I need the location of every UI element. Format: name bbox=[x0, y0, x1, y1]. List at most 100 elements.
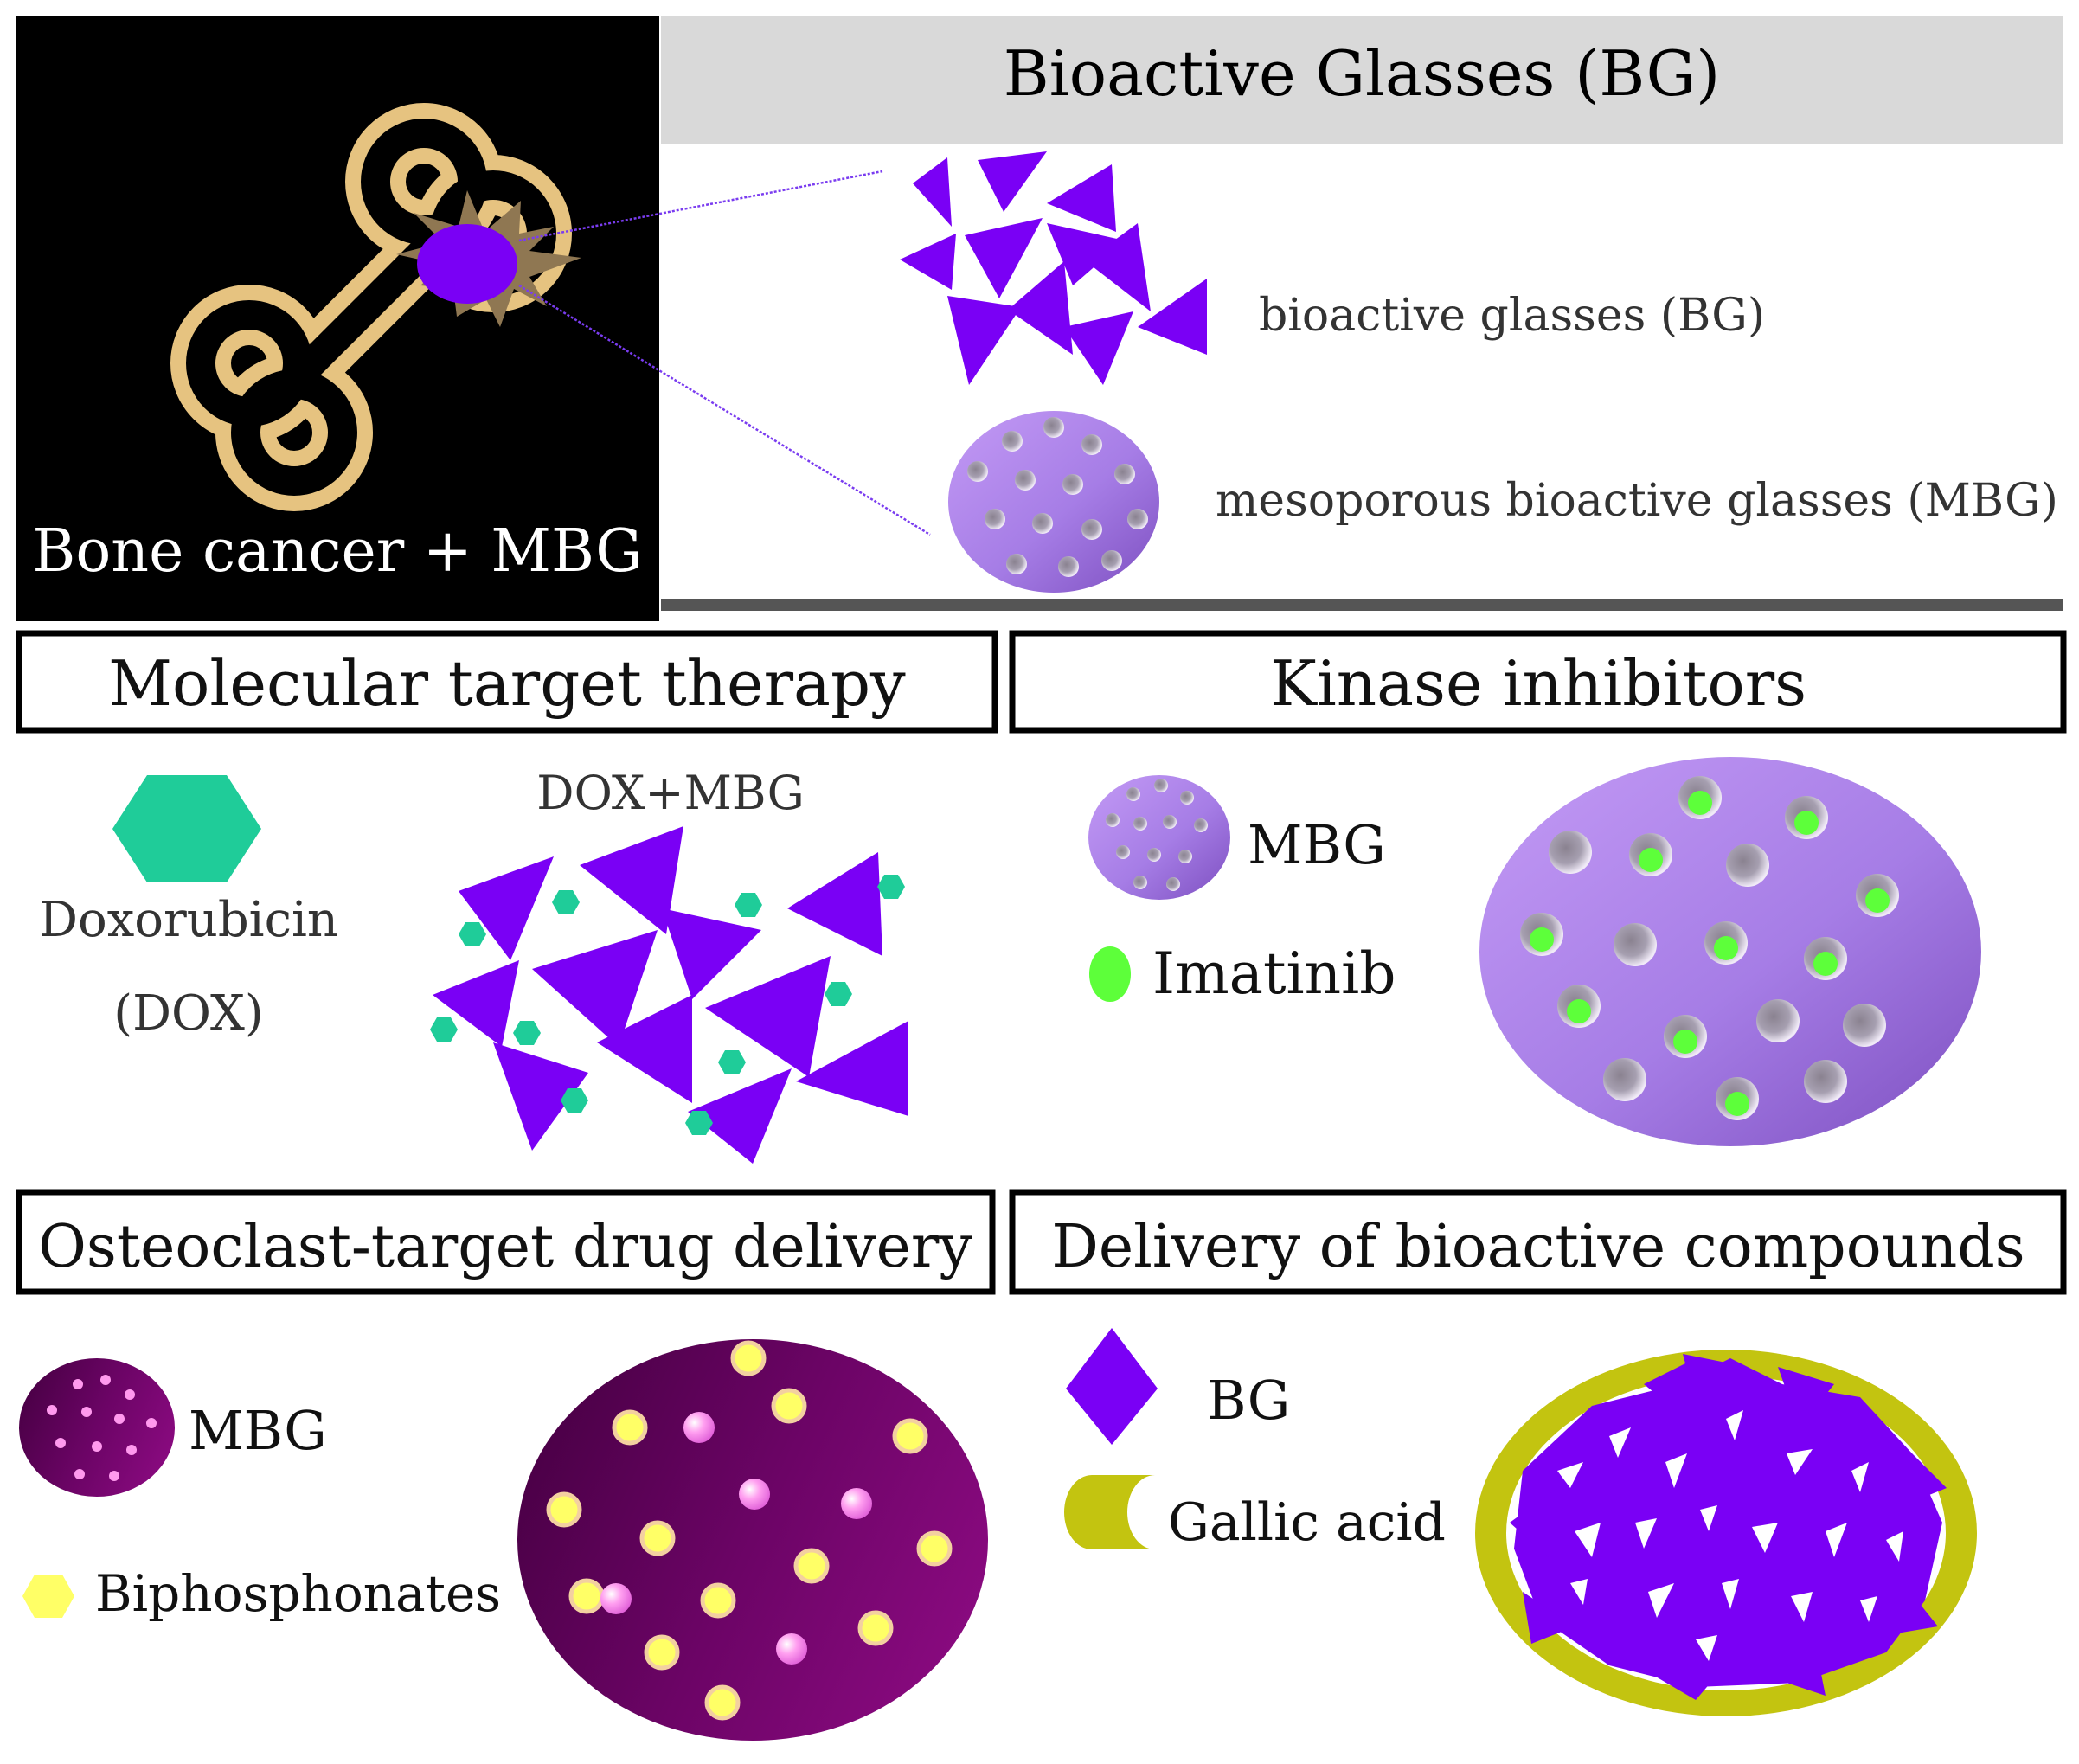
triangle-icon bbox=[965, 218, 1043, 298]
pore-icon bbox=[1180, 791, 1194, 805]
triangle-icon bbox=[1886, 1427, 1947, 1505]
shard-gap bbox=[1787, 1449, 1813, 1475]
mbg-pores-pink bbox=[600, 1412, 872, 1665]
pore-group bbox=[1106, 779, 1208, 891]
osteoclast-header: Osteoclast-target drug delivery bbox=[38, 1213, 972, 1281]
triangle-icon bbox=[1047, 164, 1116, 232]
doxorubicin-label: Doxorubicin bbox=[39, 892, 338, 948]
shard-gap bbox=[1570, 1579, 1588, 1605]
coating-icon bbox=[1064, 1475, 1155, 1549]
pore-icon bbox=[1194, 818, 1208, 832]
shard-gap bbox=[1826, 1523, 1847, 1557]
shard-gap bbox=[1665, 1453, 1687, 1488]
pore-icon bbox=[1163, 815, 1177, 829]
hexagon-icon bbox=[718, 1050, 746, 1074]
pore-icon bbox=[47, 1405, 57, 1415]
pore-icon bbox=[1006, 554, 1027, 574]
osteoclast-mbg-label: MBG bbox=[189, 1399, 327, 1462]
gallic-acid-coated-bg bbox=[1475, 1350, 1977, 1716]
dot-icon bbox=[1865, 888, 1890, 913]
pore-icon bbox=[683, 1412, 715, 1443]
molecular-target-header-box bbox=[16, 630, 998, 734]
zoom-line-upper bbox=[518, 170, 883, 242]
hexagon-icon bbox=[561, 1088, 588, 1113]
triangle-icon bbox=[1778, 1367, 1834, 1427]
pore-icon bbox=[1614, 923, 1657, 966]
pore-icon bbox=[967, 461, 988, 482]
dot-icon bbox=[546, 1491, 582, 1528]
triangle-icon bbox=[433, 960, 519, 1047]
pore-icon bbox=[126, 1445, 137, 1455]
shard-gap bbox=[1886, 1531, 1903, 1562]
zoom-line-lower bbox=[518, 284, 931, 536]
pore-icon bbox=[1058, 556, 1079, 577]
imatinib-label: Imatinib bbox=[1152, 940, 1396, 1007]
title-bar bbox=[661, 16, 2063, 144]
dot-icon bbox=[916, 1530, 953, 1567]
pore-icon bbox=[1603, 1058, 1646, 1101]
pore-icon bbox=[1081, 519, 1102, 540]
shard-gap bbox=[1722, 1579, 1739, 1609]
dot-icon bbox=[612, 1409, 648, 1446]
pore-icon bbox=[841, 1488, 872, 1519]
sphere-icon bbox=[948, 411, 1159, 593]
triangle-icon bbox=[1138, 279, 1207, 355]
pore-icon bbox=[739, 1479, 770, 1510]
shard-gap bbox=[1696, 1635, 1717, 1661]
pore-icon bbox=[81, 1407, 92, 1417]
pore-icon bbox=[146, 1418, 157, 1428]
triangle-icon bbox=[1886, 1583, 1938, 1635]
triangle-icon bbox=[1008, 261, 1073, 355]
shard-gap bbox=[1575, 1523, 1601, 1557]
gallic-acid-label: Gallic acid bbox=[1168, 1492, 1446, 1553]
imatinib-loaded-pores bbox=[1520, 776, 1899, 1120]
pore-icon bbox=[1127, 509, 1148, 529]
triangle-icon bbox=[1086, 223, 1151, 311]
triangle-icon bbox=[532, 930, 658, 1047]
shard-gap bbox=[1860, 1596, 1877, 1622]
triangle-icon bbox=[1510, 1488, 1557, 1557]
pore-icon bbox=[1101, 550, 1122, 571]
kinase-mbg-label: MBG bbox=[1248, 813, 1386, 876]
pore-icon bbox=[1166, 877, 1180, 891]
pore-icon bbox=[1178, 850, 1192, 863]
bg-shard-gaps bbox=[1557, 1410, 1903, 1661]
osteoclast-small-mbg bbox=[19, 1358, 175, 1497]
bone-cancer-caption: Bone cancer + MBG bbox=[32, 517, 642, 586]
triangle-icon bbox=[978, 151, 1047, 212]
dot-icon bbox=[1794, 811, 1819, 835]
dot-icon bbox=[568, 1578, 605, 1614]
pore-icon bbox=[100, 1375, 111, 1385]
biphosphonates-label: Biphosphonates bbox=[95, 1564, 501, 1623]
pore-icon bbox=[114, 1414, 125, 1424]
dot-icon bbox=[704, 1684, 741, 1721]
pore-icon bbox=[1062, 474, 1083, 495]
triangle-icon bbox=[1064, 311, 1133, 385]
biphosphonate-dot-icon bbox=[22, 1575, 74, 1618]
dot-icon bbox=[1673, 1030, 1697, 1054]
hexagon-icon bbox=[513, 1021, 541, 1045]
pore-icon bbox=[1549, 831, 1592, 874]
tumor-mbg-blob bbox=[417, 224, 517, 304]
pore-icon bbox=[1126, 787, 1140, 801]
dot-icon bbox=[892, 1418, 928, 1454]
dot-icon bbox=[700, 1582, 736, 1619]
pore-icon bbox=[125, 1389, 135, 1400]
compounds-bg-label: BG bbox=[1207, 1369, 1290, 1432]
shard-gap bbox=[1635, 1518, 1657, 1549]
shard-gap bbox=[1609, 1427, 1631, 1458]
kinase-inhibitors-header-box bbox=[1009, 630, 2067, 734]
pore-icon bbox=[1032, 513, 1053, 534]
pore-icon bbox=[109, 1471, 119, 1481]
osteoclast-header-box bbox=[16, 1189, 996, 1295]
triangle-icon bbox=[1644, 1670, 1722, 1700]
hexagon-icon bbox=[825, 982, 852, 1006]
kinase-large-mbg bbox=[1479, 757, 1981, 1146]
sphere-icon bbox=[1088, 775, 1230, 900]
dot-icon bbox=[644, 1634, 680, 1671]
triangle-icon bbox=[1047, 223, 1125, 285]
triangle-icon bbox=[1683, 1354, 1726, 1402]
pore-icon bbox=[1133, 817, 1147, 831]
pore-icon bbox=[1015, 470, 1036, 491]
